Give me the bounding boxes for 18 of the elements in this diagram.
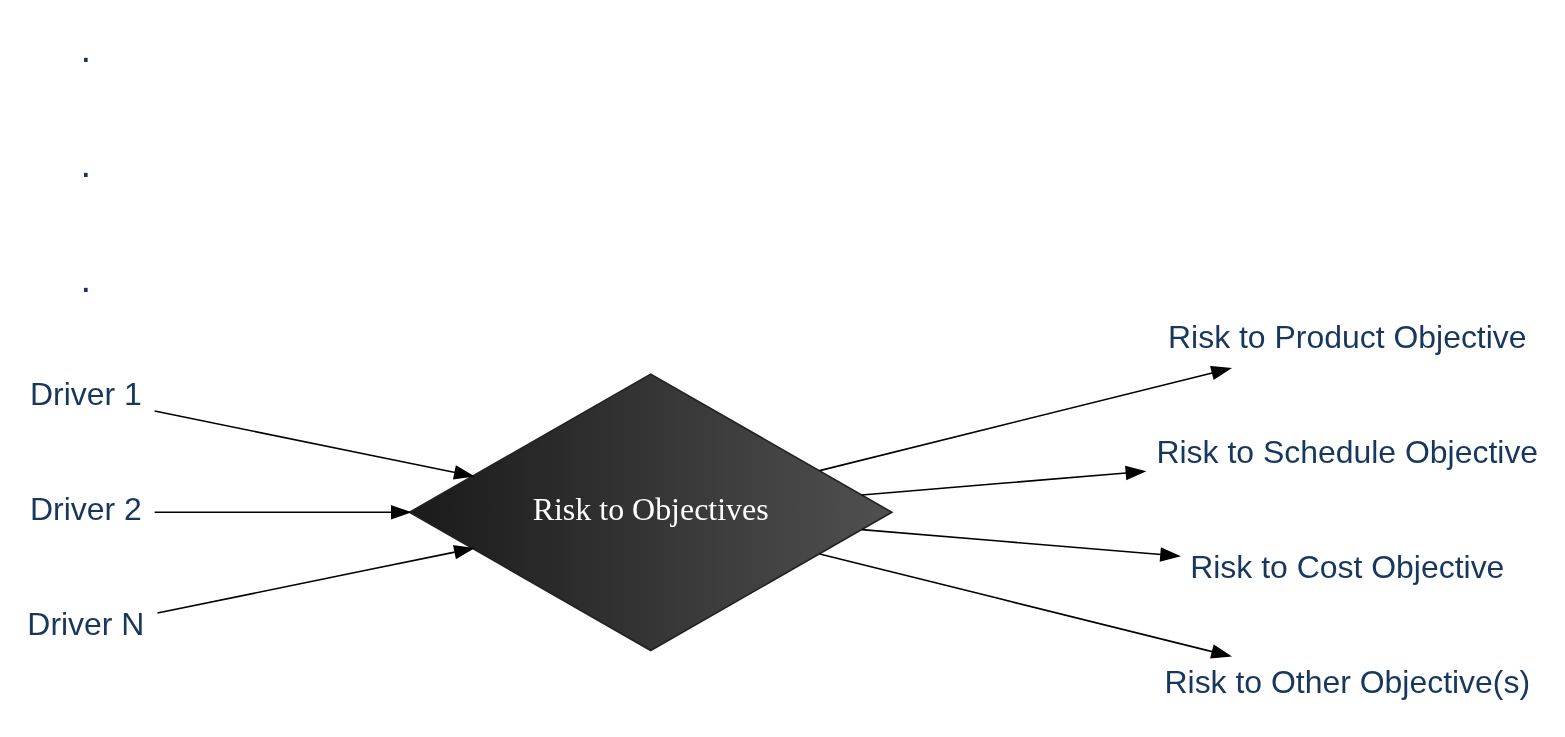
node-text: Driver N <box>27 606 145 643</box>
node-text: Risk to Product Objective <box>1168 318 1527 355</box>
node-text: Risk to Other Objective(s) <box>1164 663 1531 700</box>
arrow <box>818 366 1233 472</box>
arrow <box>860 465 1147 496</box>
node-text: Risk to Cost Objective <box>1190 548 1505 585</box>
label: . <box>80 257 92 301</box>
node-diamond: Risk to Objectives <box>407 373 894 652</box>
node-text: Risk to Schedule Objective <box>1156 433 1539 470</box>
label: . <box>80 27 92 71</box>
arrow <box>153 410 475 480</box>
arrow <box>156 545 475 614</box>
arrow <box>153 505 412 520</box>
label: . <box>80 142 92 186</box>
node-text: Driver 1 <box>29 376 142 413</box>
arrow <box>818 553 1233 659</box>
node-text: Driver 2 <box>29 491 142 528</box>
arrow <box>860 528 1181 562</box>
